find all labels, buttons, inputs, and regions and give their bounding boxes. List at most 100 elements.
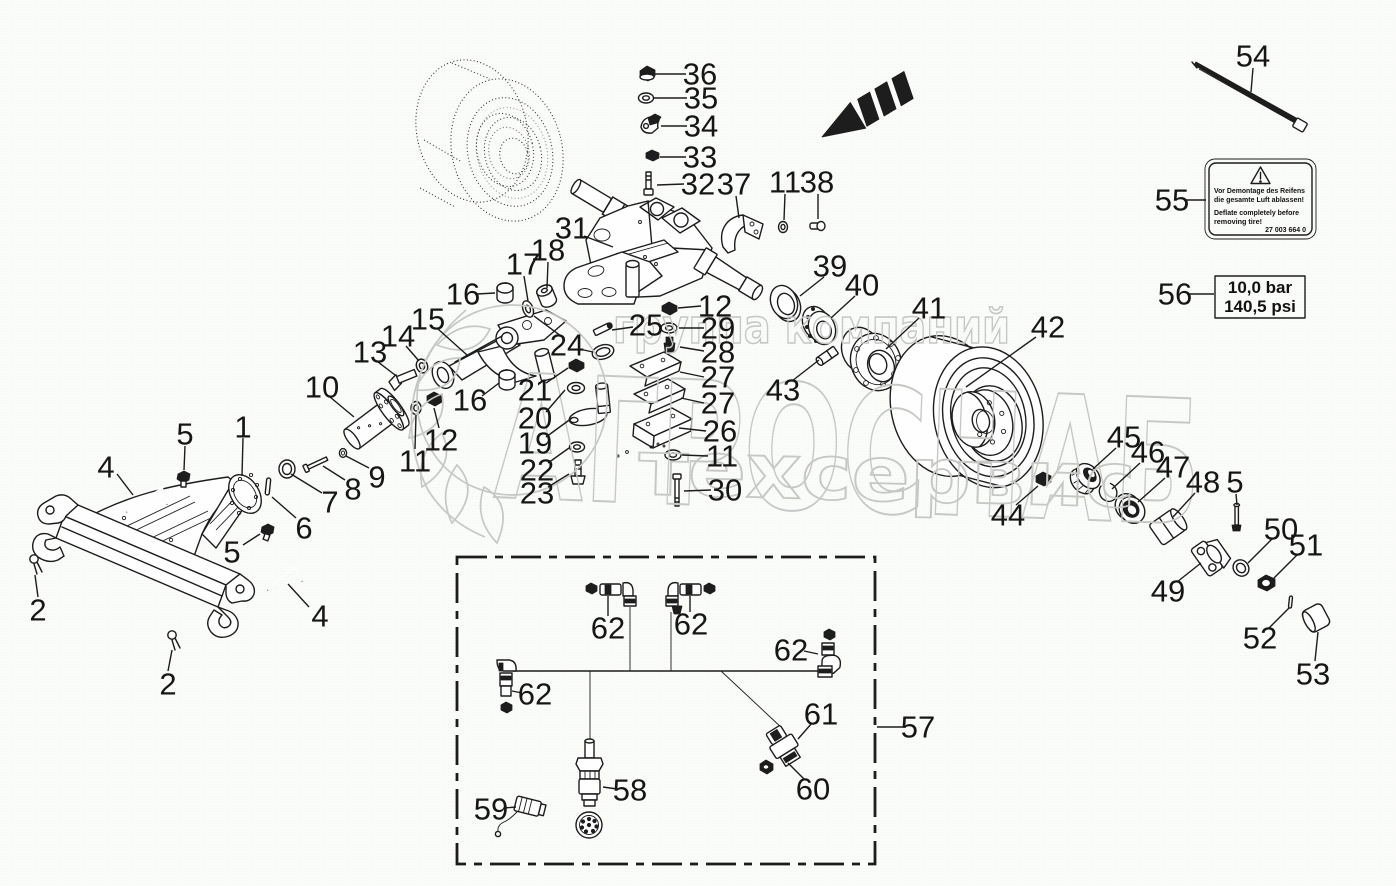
callout-leader-11 (783, 193, 786, 221)
part-53-cap (1301, 603, 1331, 633)
callout-43: 43 (766, 373, 800, 408)
direction-of-travel-arrow-icon (821, 71, 914, 138)
pressure-bar: 10,0 bar (1228, 278, 1293, 297)
callout-1: 1 (234, 410, 251, 445)
callout-leader-2 (167, 649, 173, 672)
callout-11: 11 (769, 165, 801, 200)
callout-54: 54 (1236, 39, 1270, 74)
callout-leader-4 (287, 583, 310, 608)
callout-7: 7 (321, 485, 338, 520)
callout-6: 6 (295, 511, 312, 546)
callout-2: 2 (159, 667, 176, 702)
part-13-bolt (388, 368, 418, 392)
callout-leader-18 (546, 261, 549, 289)
part-47-seal (1114, 493, 1146, 524)
part-12-nut-upper (661, 301, 678, 316)
callout-60: 60 (796, 772, 830, 807)
part-45-bearing (1069, 462, 1101, 495)
callout-leader-2 (34, 574, 39, 598)
callout-leader-41 (885, 317, 920, 350)
callout-62: 62 (774, 633, 808, 668)
callout-leader-52 (1267, 607, 1290, 630)
fitting-62-left (496, 659, 517, 714)
callout-18: 18 (531, 233, 565, 268)
callout-38: 38 (800, 165, 834, 200)
callout-leader-53 (1314, 631, 1319, 662)
callout-25: 25 (629, 308, 663, 343)
callout-leader-31 (583, 235, 614, 248)
callout-5: 5 (1226, 465, 1243, 500)
callout-leader-6 (271, 496, 297, 519)
callout-leader-12 (677, 305, 702, 309)
callout-leader-15 (437, 328, 468, 356)
callout-62: 62 (674, 607, 708, 642)
watermark-line3: техсервис (638, 423, 1137, 525)
callout-leader-4 (116, 473, 134, 496)
callout-35: 35 (684, 81, 718, 116)
callout-leader-49 (1176, 562, 1202, 583)
part-40-bearing (801, 305, 837, 346)
part-44-nut (1035, 471, 1052, 487)
callout-leader-25 (611, 326, 634, 331)
callout-leader-61 (797, 722, 813, 740)
callout-33: 33 (683, 140, 717, 175)
callout-42: 42 (1031, 310, 1065, 345)
part-49-clevis (1190, 538, 1232, 577)
callout-leader-27 (679, 371, 705, 378)
callout-11: 11 (706, 439, 738, 474)
part-1-bracket (31, 472, 262, 639)
part-37-clamp (721, 214, 764, 254)
callout-leader-17 (523, 275, 529, 302)
callout-leader-27 (680, 397, 705, 404)
part-4-lpin-upper (126, 486, 168, 513)
part-52-pin (1287, 595, 1294, 609)
callout-leader-12 (433, 407, 440, 429)
callout-52: 52 (1243, 621, 1277, 656)
callout-56: 56 (1158, 277, 1192, 312)
callout-leader-50 (1247, 538, 1273, 564)
callout-4: 4 (97, 450, 114, 485)
callout-48: 48 (1186, 465, 1220, 500)
callout-leader-40 (830, 295, 856, 319)
warning-triangle-icon (1250, 166, 1271, 185)
callout-leader-1 (241, 437, 244, 477)
callout-leader-62 (511, 690, 523, 694)
callout-leader-54 (1250, 67, 1254, 93)
callout-36: 36 (683, 57, 717, 92)
callout-11: 11 (399, 444, 431, 479)
callout-55: 55 (1155, 183, 1189, 218)
callout-57: 57 (901, 710, 935, 745)
callout-leader-39 (799, 276, 825, 297)
part-16-bushing-upper (496, 282, 514, 304)
callout-16: 16 (446, 277, 480, 312)
debris-dots (616, 442, 666, 458)
callout-leader-44 (1015, 485, 1039, 506)
warning-part-number: 27 003 664 0 (1265, 227, 1306, 234)
callout-5: 5 (223, 535, 240, 570)
callout-leader-46 (1111, 462, 1141, 490)
callout-leader-28 (679, 346, 705, 352)
callout-59: 59 (474, 792, 508, 827)
callout-19: 19 (518, 426, 552, 461)
part-34-clamp-half (640, 113, 662, 134)
callout-leader-62 (803, 650, 819, 655)
callout-10: 10 (305, 370, 339, 405)
warning-text-de1: Vor Demontage des Reifens (1214, 186, 1305, 195)
part-39-seal (769, 284, 802, 323)
part-20-washer (566, 381, 586, 395)
part-33-nut (645, 149, 660, 162)
part-29-washer (660, 322, 678, 334)
callout-5: 5 (176, 417, 193, 452)
callout-leader-47 (1137, 477, 1166, 503)
callout-leader-11 (681, 454, 709, 457)
laurel-leaf-emblem-icon (408, 304, 608, 545)
callout-leader-32 (656, 183, 685, 186)
part-7-ring (278, 459, 296, 479)
part-43-stud (815, 345, 839, 366)
callout-23: 23 (520, 476, 554, 511)
warning-text-en1: Deflate completely before (1214, 208, 1299, 217)
callout-leader-14 (405, 345, 420, 362)
part-11-ring (777, 220, 789, 234)
callout-leader-19 (545, 417, 573, 438)
